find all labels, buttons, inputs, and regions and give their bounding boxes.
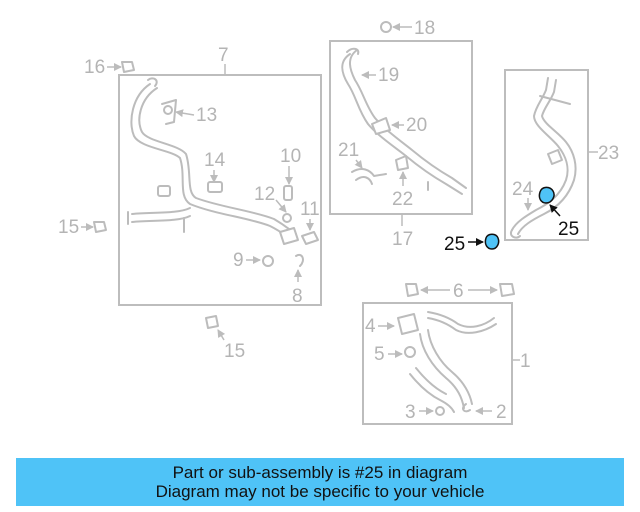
callout-25-left: 25 bbox=[444, 234, 465, 255]
clip-part-15-bottom bbox=[205, 315, 219, 329]
clip-part-18 bbox=[380, 21, 392, 33]
callout-10: 10 bbox=[280, 146, 301, 167]
callout-14: 14 bbox=[204, 150, 226, 171]
group-box-1: 1 bbox=[362, 302, 531, 425]
banner-line-2: Diagram may not be specific to your vehi… bbox=[155, 482, 485, 501]
callout-5: 5 bbox=[374, 344, 385, 365]
callout-2: 2 bbox=[496, 402, 507, 423]
callout-6: 6 bbox=[453, 281, 464, 302]
clip-part-6-left bbox=[405, 283, 419, 297]
highlighted-part-25-lower[interactable] bbox=[484, 233, 500, 250]
callout-13: 13 bbox=[196, 105, 217, 126]
callout-4: 4 bbox=[365, 316, 376, 337]
callout-3: 3 bbox=[405, 402, 416, 423]
highlighted-part-25-upper[interactable] bbox=[538, 186, 555, 204]
callout-23: 23 bbox=[598, 143, 619, 164]
group-box-23: 23 bbox=[504, 69, 619, 241]
callout-16: 16 bbox=[84, 57, 105, 78]
clip-part-6-right bbox=[499, 283, 515, 297]
callout-18: 18 bbox=[414, 18, 435, 39]
callout-20: 20 bbox=[406, 115, 427, 136]
callout-15-bottom: 15 bbox=[224, 341, 245, 362]
callout-12: 12 bbox=[254, 184, 275, 205]
callout-24: 24 bbox=[512, 179, 534, 200]
callout-8: 8 bbox=[292, 286, 303, 307]
group-box-7: 7 bbox=[118, 45, 322, 306]
callout-25-right: 25 bbox=[558, 219, 579, 240]
clip-part-16 bbox=[121, 61, 135, 73]
callout-22: 22 bbox=[392, 189, 413, 210]
callout-11: 11 bbox=[300, 199, 320, 220]
info-banner: Part or sub-assembly is #25 in diagram D… bbox=[16, 458, 624, 506]
parts-diagram: 7 17 23 bbox=[58, 18, 619, 425]
group-box-17: 17 bbox=[329, 40, 473, 250]
callout-15-left: 15 bbox=[58, 217, 79, 238]
callout-21: 21 bbox=[338, 140, 359, 161]
callout-9: 9 bbox=[233, 250, 244, 271]
callout-19: 19 bbox=[378, 65, 399, 86]
callout-17: 17 bbox=[392, 229, 413, 250]
callout-1: 1 bbox=[520, 351, 531, 372]
banner-line-1: Part or sub-assembly is #25 in diagram bbox=[172, 463, 468, 482]
callout-7: 7 bbox=[218, 45, 229, 66]
clip-part-15-left bbox=[93, 221, 107, 233]
